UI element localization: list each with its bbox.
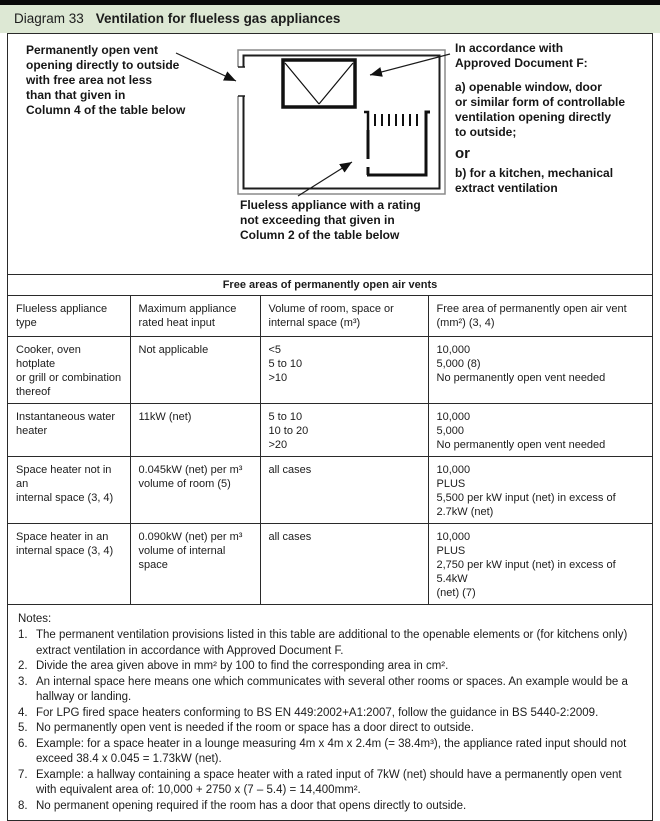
ventilation-figure: Permanently open vent opening directly t…: [8, 34, 652, 274]
note-item: 4. For LPG fired space heaters conformin…: [18, 706, 642, 722]
cell-volume: all cases: [259, 523, 428, 604]
content-box: Permanently open vent opening directly t…: [7, 33, 653, 821]
diagram-number: Diagram 33: [14, 11, 84, 26]
window-arrow: [369, 53, 451, 77]
col-header-appliance-type: Flueless appliance type: [16, 303, 108, 329]
table-row: Cooker, oven hotplate or grill or combin…: [8, 336, 652, 403]
table-header-row: Flueless appliance type Maximum applianc…: [8, 296, 652, 336]
cell-appliance-type: Instantaneous water heater: [16, 410, 116, 437]
col-header-heat-input: Maximum appliance rated heat input: [129, 296, 260, 336]
note-number: 8.: [18, 799, 28, 812]
cell-free-area: 10,000 5,000 No permanently open vent ne…: [427, 403, 652, 456]
note-text: An internal space here means one which c…: [36, 675, 628, 704]
cell-free-area: 10,000 PLUS 2,750 per kW input (net) in …: [427, 523, 652, 604]
note-text: Example: for a space heater in a lounge …: [36, 737, 627, 766]
appliance-annotation: Flueless appliance with a rating not exc…: [240, 198, 421, 242]
note-text: For LPG fired space heaters conforming t…: [36, 706, 599, 719]
appliance-arrow: [297, 161, 353, 197]
note-text: No permanently open vent is needed if th…: [36, 722, 474, 734]
table-row: Space heater in an internal space (3, 4)…: [8, 523, 652, 604]
note-item: 7. Example: a hallway containing a space…: [18, 768, 642, 799]
note-number: 7.: [18, 768, 28, 781]
air-vent-table: Flueless appliance type Maximum applianc…: [8, 296, 652, 605]
cell-heat-input: Not applicable: [129, 336, 260, 403]
cell-heat-input: 0.090kW (net) per m³ volume of internal …: [129, 523, 260, 604]
note-text: Example: a hallway containing a space he…: [36, 768, 622, 797]
note-number: 4.: [18, 706, 28, 719]
table-title: Free areas of permanently open air vents: [8, 274, 652, 296]
col-header-volume: Volume of room, space or internal space …: [259, 296, 428, 336]
col-header-free-area: Free area of permanently open air vent (…: [427, 296, 652, 336]
note-item: 2. Divide the area given above in mm² by…: [18, 659, 642, 675]
note-text: No permanent opening required if the roo…: [36, 799, 467, 812]
cell-volume: <5 5 to 10 >10: [259, 336, 428, 403]
room-outline: [237, 49, 446, 195]
vent-arrow: [175, 52, 237, 82]
room-plan-drawing: [175, 49, 451, 197]
note-item: 1. The permanent ventilation provisions …: [18, 628, 642, 659]
note-item: 5. No permanently open vent is needed if…: [18, 721, 642, 737]
cell-free-area: 10,000 PLUS 5,500 per kW input (net) in …: [427, 456, 652, 523]
note-number: 6.: [18, 737, 28, 750]
note-item: 8. No permanent opening required if the …: [18, 799, 642, 815]
diagram-header-band: Diagram 33 Ventilation for flueless gas a…: [0, 5, 660, 33]
page-title: Ventilation for flueless gas appliances: [95, 11, 341, 26]
note-text: Divide the area given above in mm² by 10…: [36, 660, 449, 672]
vent-annotation: Permanently open vent opening directly t…: [26, 43, 186, 117]
note-number: 5.: [18, 722, 28, 734]
table-row: Instantaneous water heater 11kW (net) 5 …: [8, 403, 652, 456]
window-annotation-option-a: a) openable window, door or similar form…: [455, 80, 626, 139]
top-rule: [0, 0, 660, 5]
note-item: 6. Example: for a space heater in a loun…: [18, 737, 642, 768]
cell-appliance-type: Space heater not in an internal space (3…: [16, 463, 114, 504]
note-text: The permanent ventilation provisions lis…: [36, 629, 628, 657]
window-annotation-option-b: b) for a kitchen, mechanical extract ven…: [455, 166, 614, 195]
notes-heading: Notes:: [18, 612, 52, 625]
table-row: Space heater not in an internal space (3…: [8, 456, 652, 523]
notes-section: Notes: 1. The permanent ventilation prov…: [8, 605, 652, 821]
cell-volume: all cases: [259, 456, 428, 523]
open-vent-gap-icon: [234, 66, 247, 97]
cell-heat-input: 0.045kW (net) per m³ volume of room (5): [129, 456, 260, 523]
window-annotation-intro: In accordance with Approved Document F:: [455, 41, 588, 70]
openable-window-icon: [281, 58, 357, 109]
cell-appliance-type: Cooker, oven hotplate or grill or combin…: [16, 343, 122, 398]
window-annotation-group: In accordance with Approved Document F: …: [455, 41, 652, 196]
annotation-arrows: [175, 52, 451, 197]
note-item: 3. An internal space here means one whic…: [18, 675, 642, 706]
cell-heat-input: 11kW (net): [129, 403, 260, 456]
window-annotation-or: or: [455, 145, 470, 162]
note-number: 2.: [18, 660, 28, 672]
cell-free-area: 10,000 5,000 (8) No permanently open ven…: [427, 336, 652, 403]
cell-volume: 5 to 10 10 to 20 >20: [259, 403, 428, 456]
note-number: 1.: [18, 629, 28, 641]
cell-appliance-type: Space heater in an internal space (3, 4): [16, 530, 114, 557]
flueless-appliance-icon: [364, 110, 430, 177]
note-number: 3.: [18, 675, 28, 688]
